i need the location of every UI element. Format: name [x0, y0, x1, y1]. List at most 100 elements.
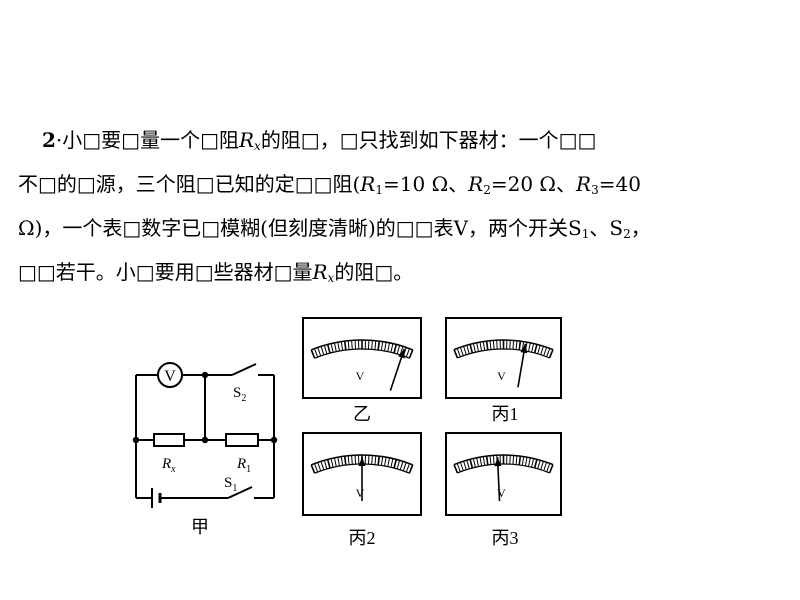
scale-tick	[396, 345, 401, 355]
scale-tick	[384, 457, 387, 467]
scale-tick	[380, 456, 384, 466]
scale-inner-arc	[457, 348, 550, 359]
scale-tick	[310, 464, 316, 474]
scale-tick	[489, 340, 492, 350]
problem-line-3: Ω)，一个表□数字已□模糊(但刻度清晰)的□□表V，两个开关S1、S2，	[18, 216, 651, 241]
scale-tick	[393, 459, 398, 469]
scale-tick	[489, 455, 492, 465]
scale-tick	[512, 455, 515, 465]
needle-arrowhead-icon	[358, 457, 366, 466]
meter-frame	[445, 317, 562, 399]
scale-tick	[546, 348, 551, 357]
scale-tick	[337, 457, 340, 467]
meter-3: V 丙2	[302, 432, 422, 548]
scale-tick	[456, 348, 461, 357]
scale-tick	[377, 456, 381, 466]
scale-tick	[314, 463, 319, 473]
meter-unit-label: V	[356, 486, 365, 500]
scale-tick	[323, 460, 328, 470]
scale-tick	[528, 342, 531, 352]
scale-tick	[453, 349, 459, 359]
circuit-labels: V S2 Rx R1 S1 甲	[161, 368, 251, 537]
scale-tick	[492, 340, 495, 350]
scale-tick	[531, 343, 535, 353]
scale-tick	[320, 346, 325, 356]
scale-tick	[459, 347, 464, 356]
meter-frame	[445, 432, 562, 516]
resistor-rx	[153, 433, 185, 447]
scale-tick	[485, 340, 489, 351]
scale-tick	[528, 457, 531, 467]
scale-tick	[374, 455, 377, 465]
scale-tick	[515, 340, 518, 350]
scale-tick	[384, 342, 387, 352]
scale-tick	[533, 344, 538, 354]
scale-tick	[371, 340, 373, 350]
scale-tick	[518, 455, 522, 466]
needle-arrowhead-icon	[520, 343, 528, 354]
switch-s1-label: S1	[224, 475, 237, 494]
scale-tick	[546, 463, 551, 472]
scale-tick	[479, 342, 483, 352]
meter-unit-label: V	[497, 369, 506, 383]
scale-tick	[512, 340, 515, 350]
scale-tick	[396, 460, 401, 470]
scale-tick	[317, 462, 322, 472]
resistor-r1-label: R1	[236, 456, 251, 475]
scale-tick	[343, 341, 347, 351]
scale-tick	[317, 347, 322, 357]
switch-s1-blade	[227, 486, 253, 499]
problem-line-2: 不□的□源，三个阻□已知的定□□阻(R1=10 Ω、R2=20 Ω、R3=40	[18, 172, 641, 197]
scale-tick	[347, 455, 350, 465]
scale-tick	[521, 456, 525, 466]
scale-tick	[485, 455, 489, 466]
meter-4: V丙3	[445, 432, 562, 548]
scale-inner-arc	[457, 463, 550, 474]
meter-caption: 乙	[353, 404, 371, 424]
scale-tick	[540, 461, 544, 470]
scale-tick	[466, 345, 470, 354]
meter-caption: 丙1	[492, 404, 519, 424]
scale-tick	[393, 344, 398, 354]
circuit-junctions	[132, 371, 278, 444]
scale-tick	[548, 464, 554, 474]
circuit-diagram	[135, 362, 275, 508]
needle-arrowhead-icon	[398, 348, 405, 359]
scale-tick	[390, 343, 394, 353]
scale-tick	[453, 464, 459, 474]
scale-tick	[515, 455, 518, 465]
scale-tick	[540, 346, 544, 355]
scale-tick	[537, 460, 541, 469]
meter-1: V乙	[302, 317, 422, 424]
meter-caption: 丙2	[349, 528, 376, 548]
scale-tick	[463, 346, 467, 355]
scale-tick	[543, 462, 548, 471]
junction-dot	[201, 436, 209, 444]
scale-tick	[408, 464, 414, 474]
scale-tick	[472, 458, 476, 468]
scale-tick	[326, 344, 331, 354]
scale-tick	[408, 349, 414, 359]
problem-number: 2	[42, 128, 56, 152]
problem-line-1: 2·小□要□量一个□阻Rx的阻□，□只找到如下器材：一个□□	[42, 128, 597, 153]
scale-tick	[340, 341, 344, 351]
scale-tick	[330, 343, 334, 353]
scale-tick	[524, 457, 528, 467]
scale-tick	[351, 455, 353, 465]
scale-tick	[548, 349, 554, 359]
scale-tick	[374, 340, 377, 350]
scale-tick	[469, 459, 474, 469]
scale-tick	[371, 455, 373, 465]
scale-tick	[402, 462, 407, 472]
scale-tick	[492, 455, 495, 465]
scale-tick	[387, 457, 391, 467]
scale-tick	[405, 348, 410, 358]
scale-tick	[326, 459, 331, 469]
scale-tick	[314, 348, 319, 358]
scale-tick	[330, 458, 334, 468]
scale-tick	[482, 456, 486, 466]
circuit-caption: 甲	[191, 517, 209, 537]
meter-frame	[302, 317, 422, 399]
scale-tick	[537, 345, 541, 354]
